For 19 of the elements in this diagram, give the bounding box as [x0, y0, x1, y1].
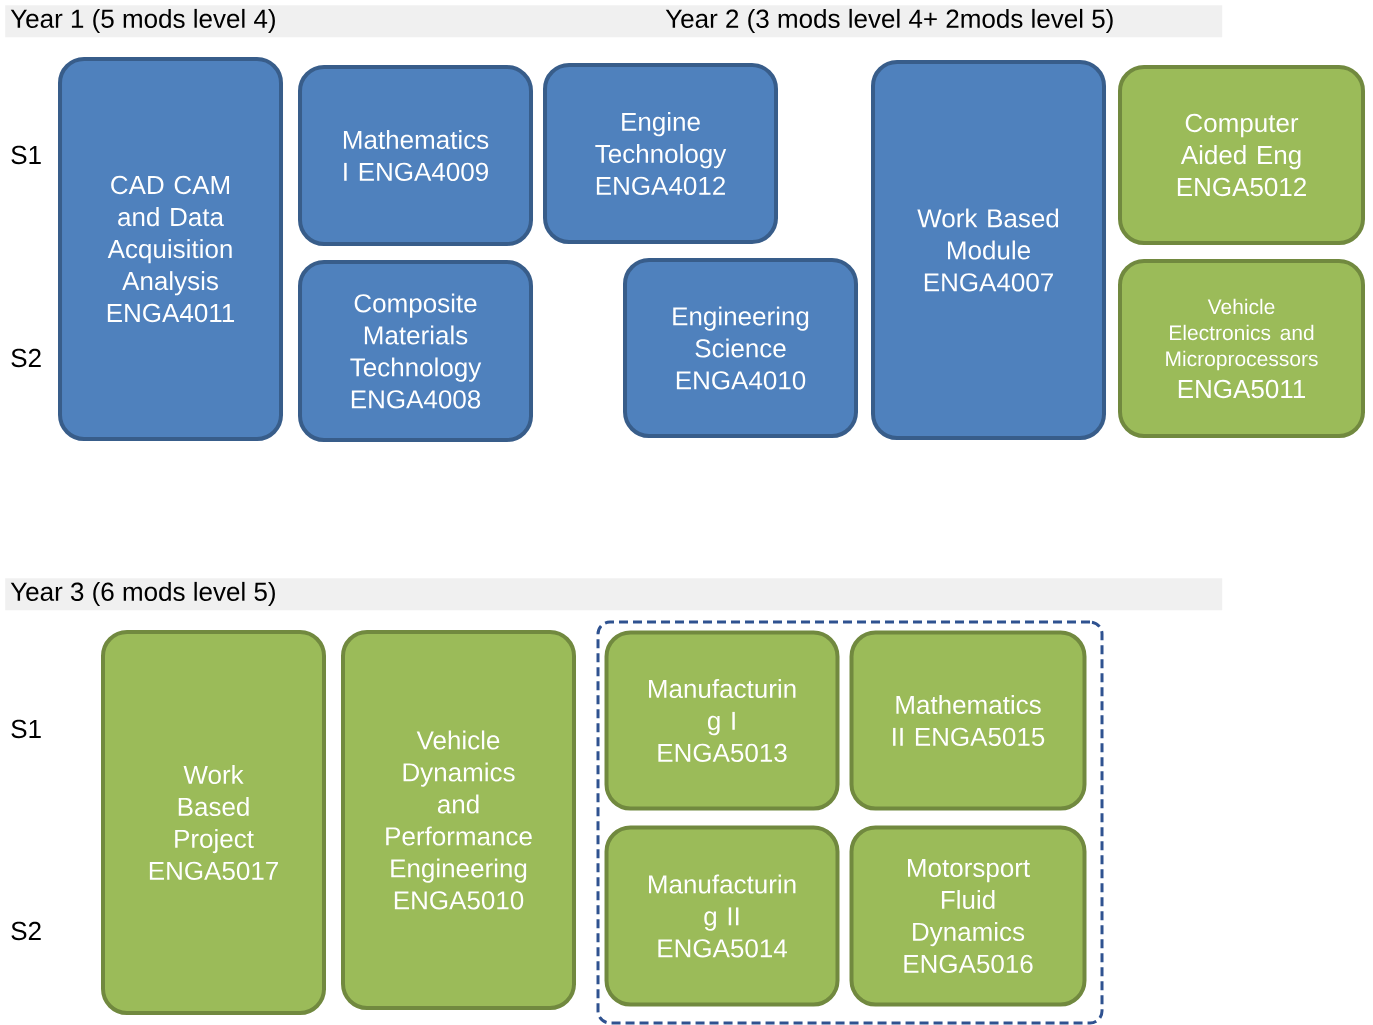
module-box: Computer Aided Eng ENGA5012: [1118, 65, 1365, 245]
module-box: Engineering Science ENGA4010: [623, 258, 858, 438]
module-box: Vehicle Dynamics and Performance Engineering ENGA5010: [341, 630, 576, 1010]
module-box: Manufacturin g I ENGA5013: [604, 630, 840, 811]
semester-label: S2: [11, 921, 41, 941]
module-box: CAD CAM and Data Acquisition Analysis ENGA4011: [58, 57, 283, 441]
module-box: Motorsport Fluid Dynamics ENGA5016: [849, 825, 1087, 1007]
module-box: Composite Materials Technology ENGA4008: [298, 260, 533, 442]
module-box: Manufacturin g II ENGA5014: [604, 825, 840, 1007]
module-box: Vehicle Electronics and Microprocessors ENGA5011: [1118, 259, 1365, 438]
module-box: Mathematics I ENGA4009: [298, 65, 533, 246]
module-box: Engine Technology ENGA4012: [543, 63, 778, 244]
dashed-group-box: [596, 620, 1104, 1025]
module-box: Work Based Module ENGA4007: [871, 60, 1106, 440]
module-box: Work Based Project ENGA5017: [101, 630, 326, 1015]
header-band: Year 1 (5 mods level 4) Year 2 (3 mods level 4+ 2mods level 5): [5, 5, 1223, 38]
semester-label: S1: [11, 719, 41, 739]
module-box: Mathematics II ENGA5015: [849, 630, 1087, 811]
header-band: Year 3 (6 mods level 5): [5, 578, 1223, 611]
